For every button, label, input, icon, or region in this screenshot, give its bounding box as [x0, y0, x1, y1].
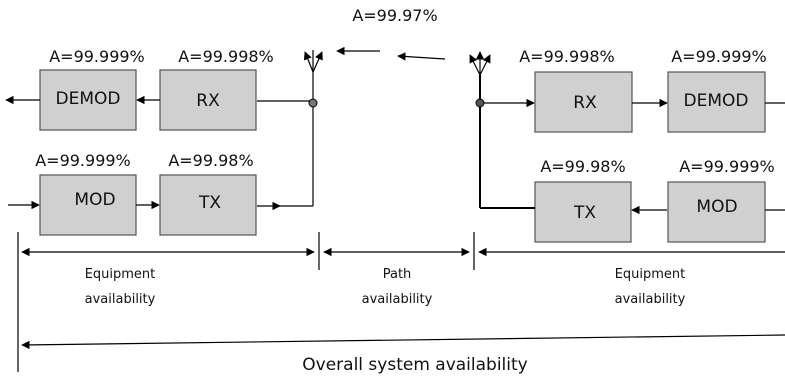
dimension-lines: [17, 232, 785, 372]
right-tx-label: TX: [573, 203, 596, 223]
right-mod-availability: A=99.999%: [679, 157, 775, 176]
path-arrows: [336, 46, 446, 61]
left-tx-box: [159, 174, 257, 236]
right-tx-block: TX A=99.98%: [534, 157, 632, 243]
left-demod-box: [39, 69, 137, 131]
right-equipment-label-line1: Equipment: [615, 267, 686, 282]
left-tx-availability: A=99.98%: [168, 151, 253, 170]
left-wiring: [5, 72, 318, 211]
path-label-line2: availability: [362, 292, 433, 307]
path-label-line1: Path: [383, 267, 412, 282]
left-junction-dot: [308, 98, 318, 108]
right-tx-availability: A=99.98%: [540, 157, 625, 176]
left-demod-block: DEMOD A=99.999%: [39, 47, 145, 131]
right-tx-box: [534, 181, 632, 243]
left-tx-block: TX A=99.98%: [159, 151, 257, 236]
right-wiring: [475, 75, 785, 215]
left-demod-label: DEMOD: [56, 89, 121, 109]
left-mod-label: MOD: [74, 190, 115, 210]
right-mod-block: MOD A=99.999%: [667, 157, 775, 243]
right-rx-block: RX A=99.998%: [519, 47, 633, 133]
left-antenna-icon: [303, 50, 323, 73]
left-mod-box: [39, 174, 137, 236]
left-rx-label: RX: [196, 91, 220, 111]
left-equipment-label-line1: Equipment: [85, 267, 156, 282]
right-rx-availability: A=99.998%: [519, 47, 615, 66]
path-availability-value: A=99.97%: [352, 6, 437, 25]
right-mod-box: [667, 181, 766, 243]
left-demod-availability: A=99.999%: [49, 47, 145, 66]
left-tx-label: TX: [198, 193, 221, 213]
right-junction-dot: [475, 98, 485, 108]
right-rx-box: [534, 71, 633, 133]
right-demod-label: DEMOD: [684, 91, 749, 111]
left-rx-block: RX A=99.998%: [159, 47, 274, 131]
right-equipment-label-line2: availability: [615, 292, 686, 307]
overall-system-label: Overall system availability: [302, 355, 527, 375]
left-mod-availability: A=99.999%: [35, 151, 131, 170]
left-rx-availability: A=99.998%: [178, 47, 274, 66]
right-antenna-icon: [469, 51, 491, 76]
left-mod-block: MOD A=99.999%: [35, 151, 137, 236]
left-rx-box: [159, 69, 257, 131]
right-demod-box: [667, 71, 766, 133]
left-equipment-label-line2: availability: [85, 292, 156, 307]
right-rx-label: RX: [573, 93, 597, 113]
right-mod-label: MOD: [696, 197, 737, 217]
right-demod-block: DEMOD A=99.999%: [667, 47, 767, 133]
right-demod-availability: A=99.999%: [671, 47, 767, 66]
